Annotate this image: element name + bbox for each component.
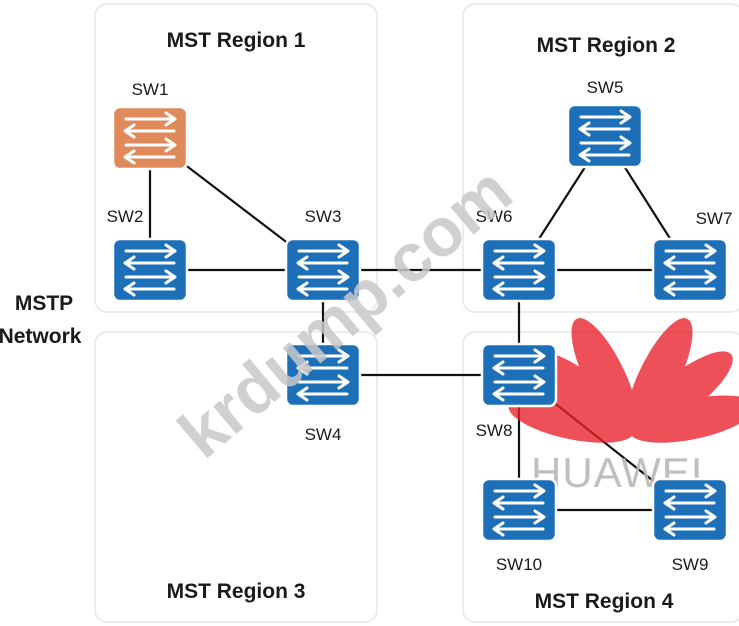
region-title-1: MST Region 1 (167, 29, 306, 52)
switch-sw7[interactable]: SW7 (651, 209, 733, 303)
switch-label: SW3 (305, 207, 342, 226)
switch-label: SW6 (476, 207, 513, 226)
switch-arrows-icon (296, 243, 350, 297)
region-panel-1 (94, 3, 378, 313)
switch-sw8[interactable]: SW8 (476, 342, 558, 440)
huawei-petal (571, 318, 639, 435)
huawei-petal (508, 395, 635, 443)
switch-arrows-icon (663, 243, 717, 297)
huawei-petal (629, 395, 739, 443)
region-title-2: MST Region 2 (537, 34, 676, 57)
huawei-logo-icon (508, 318, 739, 443)
switch-sw1[interactable]: SW1 (111, 80, 189, 171)
switch-arrows-icon (492, 243, 546, 297)
switch-label: SW8 (476, 421, 513, 440)
switch-sw4[interactable]: SW4 (284, 342, 362, 444)
switch-sw3[interactable]: SW3 (284, 207, 362, 303)
switch-arrows-icon (663, 483, 717, 537)
switch-sw9[interactable]: SW9 (651, 477, 729, 574)
switch-body (651, 237, 729, 303)
switch-label: SW9 (672, 555, 709, 574)
switch-body (111, 105, 189, 171)
switch-sw5[interactable]: SW5 (566, 78, 644, 169)
network-label-line-2: Network (0, 325, 82, 348)
switch-sw6[interactable]: SW6 (476, 207, 558, 303)
region-title-3: MST Region 3 (167, 580, 306, 603)
switch-sw10[interactable]: SW10 (480, 477, 558, 574)
switch-arrows-icon (492, 483, 546, 537)
switch-sw2[interactable]: SW2 (107, 207, 189, 303)
switch-body (480, 477, 558, 543)
switch-arrows-icon (296, 348, 350, 402)
switch-label: SW2 (107, 207, 144, 226)
switch-arrows-icon (123, 243, 177, 297)
switch-label: SW10 (496, 555, 542, 574)
switch-body (651, 477, 729, 543)
switch-body (111, 237, 189, 303)
switch-arrows-icon (492, 348, 546, 402)
switch-body (566, 103, 644, 169)
switch-label: SW7 (696, 209, 733, 228)
network-label-line-1: MSTP (15, 292, 73, 315)
switch-body (480, 342, 558, 408)
region-title-4: MST Region 4 (535, 590, 674, 613)
switch-label: SW4 (305, 425, 342, 444)
region-panels (94, 3, 739, 623)
switch-label: SW1 (132, 80, 169, 99)
switch-body (480, 237, 558, 303)
switch-arrows-icon (123, 111, 177, 165)
switch-arrows-icon (578, 109, 632, 163)
switch-label: SW5 (587, 78, 624, 97)
